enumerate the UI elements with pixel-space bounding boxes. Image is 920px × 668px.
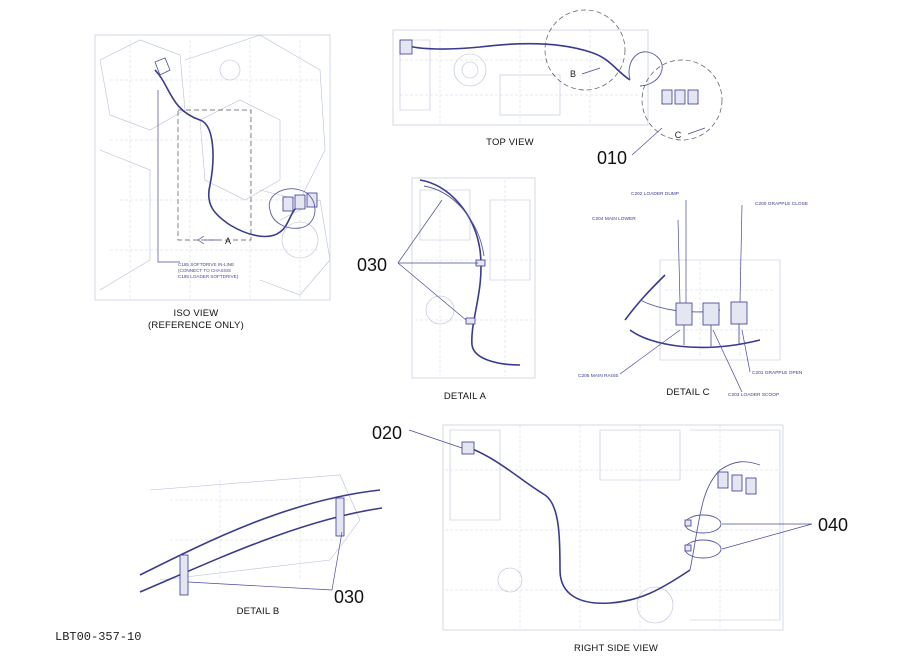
right-side-view-background: [442, 424, 784, 631]
detail-c-label-grapple-close: C200 GRAPPLE CLOSE: [755, 201, 808, 207]
iso-section-letter: A: [225, 236, 231, 246]
right-side-harness: [469, 447, 691, 605]
detail-c-label-main-lower: C204 MAIN LOWER: [592, 216, 636, 222]
callout-010-leader: [631, 127, 663, 156]
callout-030-a-leaders: [397, 199, 478, 321]
top-section-b-arrow: [581, 67, 601, 75]
drawing-number: LBT00-357-10: [55, 630, 141, 644]
callout-030-b-leaders: [187, 531, 343, 591]
iso-section-arrow: [197, 235, 218, 245]
iso-note-line-1: C185 SOFTDRIVE IN-LINE: [178, 262, 234, 267]
top-section-b: B: [570, 69, 576, 79]
callout-030-detail-a: 030: [357, 255, 387, 275]
detail-c-label-loader-dump: C202 LOADER DUMP: [631, 191, 679, 197]
detail-c-leader-main-lower: [677, 219, 681, 304]
top-view-background: [392, 29, 649, 126]
top-connector-left: [399, 39, 413, 55]
detail-a-title: DETAIL A: [444, 391, 487, 402]
detail-c-leader-grapple-close: [739, 204, 743, 303]
top-detail-b-circle: [544, 9, 626, 91]
top-detail-c-circle: [641, 59, 723, 141]
top-section-c: C: [675, 130, 682, 140]
right-side-valve-connectors: [717, 471, 757, 495]
detail-c-harness-loop-top: [624, 274, 666, 321]
detail-b-title: DETAIL B: [237, 606, 280, 617]
detail-c-leader-loader-scoop: [712, 329, 743, 393]
detail-c-label-grapple-open: C201 GRAPPLE OPEN: [752, 370, 803, 376]
detail-c-valve-connectors: [675, 301, 748, 348]
detail-c-harness-base: [629, 329, 761, 349]
detail-b-harness-top: [139, 489, 381, 576]
callout-030-detail-b: 030: [334, 587, 364, 607]
right-side-view-title: RIGHT SIDE VIEW: [574, 643, 658, 654]
top-section-c-arrow: [687, 127, 706, 135]
iso-valve-connectors: [268, 188, 318, 229]
detail-c-label-main-raise: C205 MAIN RAISE: [578, 373, 619, 379]
detail-c-background: [659, 259, 781, 361]
iso-note-line-2: (CONNECT TO CHASSIS: [178, 268, 231, 273]
right-side-view: 020 040 RIGHT SIDE VIEW: [372, 423, 848, 654]
right-side-harness-upper: [689, 461, 761, 571]
detail-b-background: [149, 474, 361, 581]
callout-040-leaders: [721, 523, 813, 550]
iso-note-line-3: C185 LOADER SOFTDRIVE): [178, 274, 239, 279]
callout-020: 020: [372, 423, 402, 443]
top-harness: [404, 42, 631, 81]
right-side-loops: [684, 514, 722, 559]
detail-c-leader-main-raise: [619, 329, 681, 375]
iso-connector-top: [154, 57, 171, 76]
detail-b-clip-1: [179, 554, 189, 596]
detail-a-harness: [419, 179, 521, 366]
detail-a: 030 DETAIL A: [357, 177, 536, 402]
detail-b-harness-bottom: [139, 507, 383, 593]
right-side-connector-020: [461, 441, 475, 455]
top-view-title: TOP VIEW: [486, 137, 534, 148]
iso-view: A C185 SOFTDRIVE IN-LINE (CONNECT TO CHA…: [94, 34, 331, 331]
iso-note-leader: [157, 90, 180, 263]
detail-a-clip-2: [465, 317, 476, 325]
iso-view-title: ISO VIEW: [174, 308, 219, 319]
iso-view-subtitle: (REFERENCE ONLY): [148, 320, 244, 331]
detail-c-title: DETAIL C: [666, 387, 709, 398]
detail-b: 030 DETAIL B: [139, 474, 383, 617]
top-harness-loop: [628, 51, 663, 87]
iso-harness: [154, 69, 301, 238]
callout-040: 040: [818, 515, 848, 535]
callout-020-leader: [408, 429, 463, 449]
detail-b-clip-2: [335, 497, 345, 537]
iso-detail-a-box: [177, 109, 252, 241]
detail-c: C202 LOADER DUMP C204 MAIN LOWER C200 GR…: [578, 191, 808, 398]
detail-a-harness-edge: [423, 185, 485, 257]
top-valve-connectors: [661, 89, 699, 105]
detail-c-label-loader-scoop: C203 LOADER SCOOP: [728, 392, 779, 398]
callout-010: 010: [597, 148, 627, 168]
top-view: B C 010 TOP VIEW: [392, 9, 723, 168]
detail-c-leader-grapple-open: [741, 329, 751, 373]
